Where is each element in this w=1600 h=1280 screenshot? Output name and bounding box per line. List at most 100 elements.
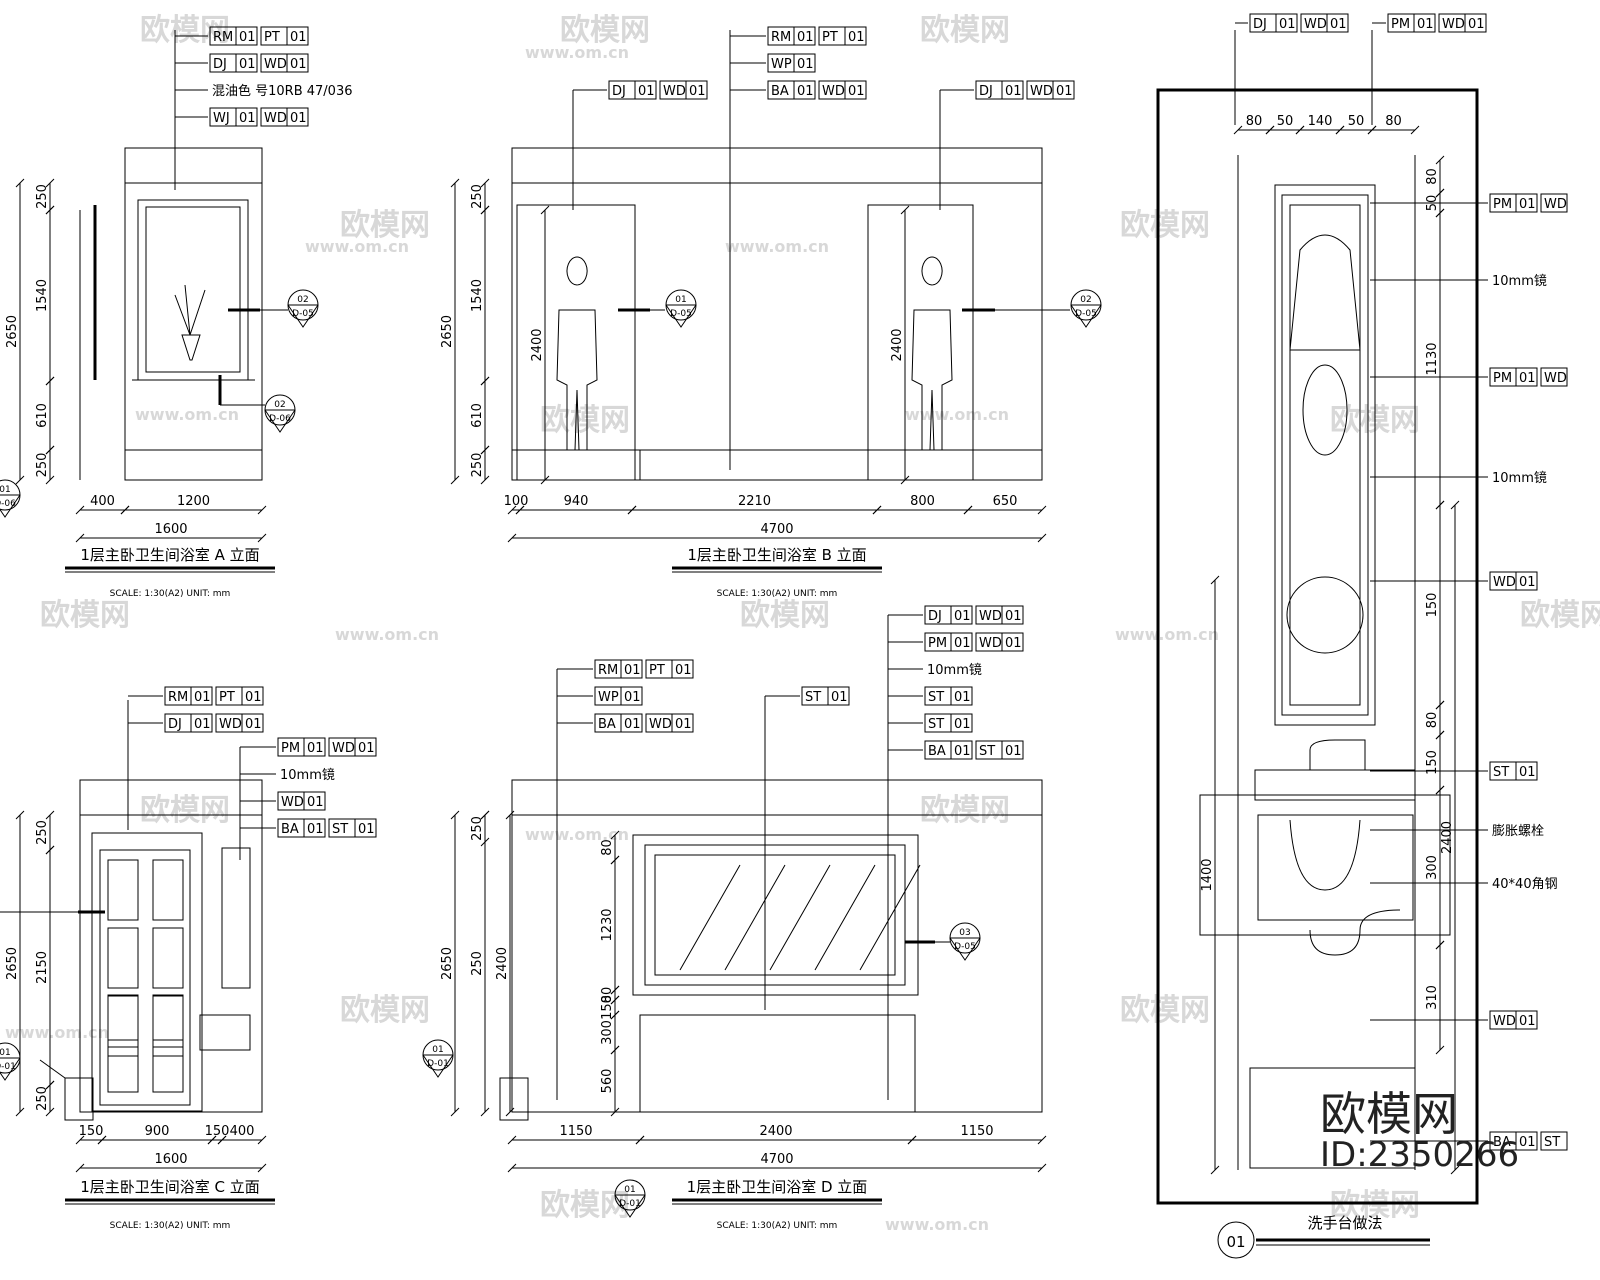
line [15, 178, 25, 188]
dimension-label: 1130 [1425, 342, 1440, 375]
tag-code: BA [1493, 1135, 1511, 1150]
watermark-url: www.om.cn [135, 405, 239, 424]
line [75, 533, 85, 543]
tag-code: WD [649, 717, 672, 732]
line [505, 810, 515, 820]
section-marker-arrow [1070, 304, 1102, 328]
watermark-url: www.om.cn [335, 625, 439, 644]
line [257, 1135, 267, 1145]
dimension-label: 250 [470, 184, 485, 209]
line [1435, 785, 1445, 795]
tag-note: 10mm镜 [1492, 274, 1547, 289]
watermark-text: 欧模网 [40, 598, 130, 633]
tag-code: 01 [624, 717, 641, 732]
section-marker-arrow [614, 1194, 646, 1218]
line [45, 178, 55, 188]
dimension-label: 2650 [440, 315, 455, 348]
tag-cell [1001, 80, 1024, 100]
outline [1257, 814, 1414, 921]
line [1233, 125, 1243, 135]
wall-lamp-shade [1289, 234, 1361, 351]
marker-number: 01 [0, 1048, 11, 1058]
line [257, 505, 267, 515]
dimension-label: 1400 [1200, 858, 1215, 891]
marker-sheet: D-05 [292, 309, 314, 319]
tag-code: 01 [675, 717, 692, 732]
marker-sheet: D-01 [0, 1062, 16, 1072]
line [1265, 125, 1275, 135]
tag-cell [354, 737, 377, 757]
section-marker-arrow [264, 409, 296, 433]
dimension-label: 250 [470, 951, 485, 976]
outline [107, 1046, 139, 1093]
watermark-text: 欧模网 [140, 793, 230, 828]
tag-code: WP [771, 57, 792, 72]
tag-note: 10mm镜 [1492, 471, 1547, 486]
line [1335, 125, 1345, 135]
tag-cell [1540, 193, 1568, 213]
tag-code: 01 [307, 822, 324, 837]
dimension-label: 650 [993, 494, 1018, 509]
watermark-text: 欧模网 [1120, 208, 1210, 243]
line [814, 864, 876, 971]
dimension-label: 80 [1385, 114, 1402, 129]
dimension-label: 150 [1425, 750, 1440, 775]
line [1435, 188, 1445, 198]
line [907, 1135, 917, 1145]
tag-code: PM [281, 741, 300, 756]
tag-code: 01 [1330, 17, 1347, 32]
tag-cell [844, 80, 867, 100]
marker-number: 01 [0, 485, 11, 495]
tag-cell [1515, 367, 1538, 387]
line [1037, 1163, 1047, 1173]
tag-cell [620, 713, 643, 733]
tag-note: 10mm镜 [280, 768, 335, 783]
scale-label: SCALE: 1:30(A2) UNIT: mm [110, 589, 231, 599]
outline [221, 847, 251, 989]
outline [1274, 184, 1376, 726]
line [540, 205, 550, 215]
line [1435, 1045, 1445, 1055]
tag-code: ST [979, 744, 995, 759]
tag-code: 01 [1519, 575, 1536, 590]
tag-cell [950, 605, 973, 625]
line [480, 376, 490, 386]
line [257, 1163, 267, 1173]
marker-sheet: D-01 [619, 1199, 641, 1209]
tag-code: ST [1493, 765, 1509, 780]
section-marker-arrow [0, 1057, 21, 1081]
dimension-label: 610 [35, 403, 50, 428]
tag-code: PT [649, 663, 665, 678]
tag-note: 40*40角钢 [1492, 877, 1558, 892]
dimension-label: 80 [600, 839, 615, 856]
line [97, 1135, 107, 1145]
dimension-label: 900 [145, 1124, 170, 1139]
marker-number: 03 [959, 928, 970, 938]
watermark-text: 欧模网 [560, 13, 650, 48]
dimension-label: 4700 [760, 522, 793, 537]
dimension-label: 1600 [154, 522, 187, 537]
tag-cell [1464, 13, 1487, 33]
line [1210, 575, 1220, 585]
tag-code: 01 [797, 30, 814, 45]
outline [152, 859, 184, 921]
dimension-label: 560 [600, 1069, 615, 1094]
marker-sheet: D-01 [427, 1059, 449, 1069]
watermark-text: 欧模网 [920, 793, 1010, 828]
tag-code: BA [281, 822, 299, 837]
dimension-label: 1200 [177, 494, 210, 509]
tag-code: 01 [797, 84, 814, 99]
scale-label: SCALE: 1:30(A2) UNIT: mm [110, 1221, 231, 1231]
line [1037, 505, 1047, 515]
tag-cell [1515, 193, 1538, 213]
wall-lamp [1302, 364, 1348, 456]
marker-number: 02 [297, 295, 308, 305]
tag-cell [241, 713, 264, 733]
outline [1249, 1067, 1416, 1169]
